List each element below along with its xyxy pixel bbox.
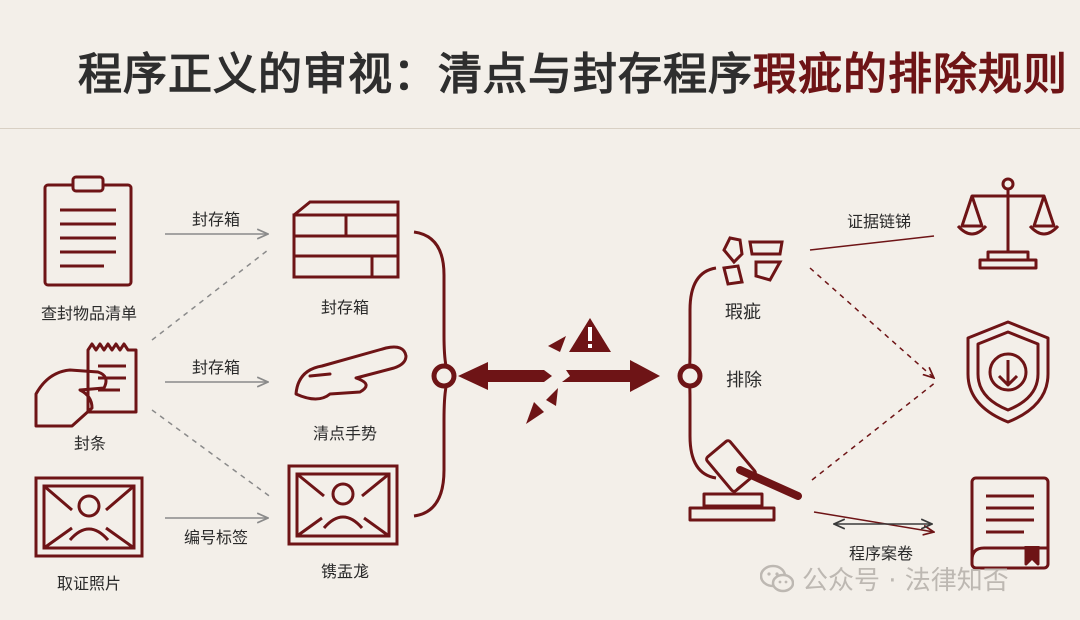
label-sealed-box: 封存箱 [320, 298, 370, 317]
shield-icon [966, 320, 1050, 424]
label-exclude: 排除 [726, 370, 762, 391]
right-node [677, 363, 703, 389]
watermark: 公众号 · 法律知否 [760, 560, 1009, 597]
defect-icon [722, 236, 784, 286]
arrow-label-bottom: 编号标签 [183, 528, 249, 547]
arrow-label-top: 封存箱 [191, 210, 241, 229]
right-connectors [809, 235, 937, 532]
left-connectors [151, 234, 273, 518]
photo-frame-icon [34, 476, 144, 558]
seal-strip-icon [34, 342, 138, 428]
scales-icon [956, 177, 1060, 270]
sealed-box-icon [292, 200, 400, 279]
warning-icon [569, 318, 611, 352]
watermark-text: 公众号 · 法律知否 [802, 566, 1009, 596]
label-photo: 取证照片 [56, 574, 122, 593]
label-defect: 瑕疵 [725, 302, 761, 323]
portrait-frame-icon [287, 464, 399, 546]
page-title: 程序正义的审视：清点与封存程序瑕疵的排除规则 [78, 38, 1068, 102]
book-icon [970, 476, 1050, 570]
broken-arrow [458, 336, 660, 424]
label-portrait-frame: 镌盂尨 [320, 562, 370, 581]
gavel-icon [688, 439, 802, 522]
label-evidence-chain: 证据链锑 [846, 212, 912, 231]
wechat-icon [760, 564, 794, 592]
label-seal: 封条 [73, 434, 107, 453]
left-node [431, 363, 457, 389]
clipboard-icon [43, 175, 133, 287]
label-item-list: 查封物品清单 [40, 304, 138, 323]
counting-hand-icon [294, 345, 408, 401]
title-accent: 瑕疵的排除规则 [753, 49, 1068, 100]
label-counting-hand: 清点手势 [312, 424, 378, 443]
label-procedure-file: 程序案卷 [848, 544, 914, 563]
title-main: 程序正义的审视：清点与封存程序 [78, 49, 753, 100]
arrow-label-middle: 封存箱 [191, 358, 241, 377]
header-divider [0, 128, 1080, 129]
